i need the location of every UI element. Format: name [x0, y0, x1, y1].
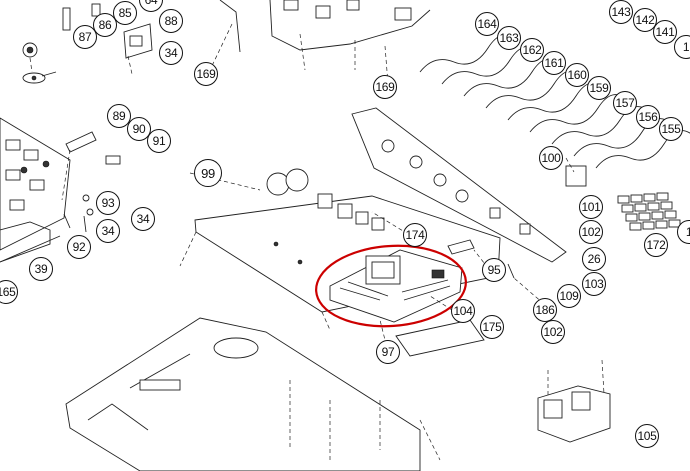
left-panel-assembly: [0, 117, 121, 263]
callout-85: 85: [113, 1, 137, 25]
callout-159: 159: [587, 76, 611, 100]
keypad-cell: [651, 211, 664, 220]
keypad-cell: [647, 202, 660, 211]
callout-95: 95: [482, 258, 506, 282]
ribbon-cable: [529, 94, 629, 133]
callout-34-mid: 34: [96, 219, 120, 243]
bottom-chassis: [65, 317, 441, 471]
callout-160: 160: [565, 63, 589, 87]
callout-39: 39: [29, 257, 53, 281]
keypad-cell: [629, 222, 642, 231]
rear-panel: [351, 107, 587, 263]
keypad-sheet: [617, 192, 681, 231]
callout-169-right: 169: [373, 75, 397, 99]
callout-91: 91: [147, 129, 171, 153]
callout-26: 26: [582, 247, 606, 271]
callout-172: 172: [644, 233, 668, 257]
callout-165: 165: [0, 280, 18, 304]
callout-101: 101: [579, 195, 603, 219]
highlight-ellipse: [315, 244, 467, 328]
sub-board: [329, 249, 463, 323]
callout-157: 157: [613, 91, 637, 115]
keypad-cell: [655, 220, 668, 229]
callout-174: 174: [403, 223, 427, 247]
keypad-cell: [621, 204, 634, 213]
keypad-cell: [634, 203, 647, 212]
callout-88: 88: [159, 9, 183, 33]
callout-163: 163: [497, 26, 521, 50]
callout-109: 109: [557, 284, 581, 308]
keypad-cell: [643, 193, 656, 202]
callout-143: 143: [609, 0, 633, 24]
callout-175: 175: [480, 315, 504, 339]
top-left-hardware: [22, 3, 153, 84]
callout-186: 186: [533, 298, 557, 322]
callout-155: 155: [659, 117, 683, 141]
callout-162: 162: [520, 38, 544, 62]
callout-100: 100: [539, 146, 563, 170]
callout-97: 97: [376, 340, 400, 364]
callout-156: 156: [636, 105, 660, 129]
ribbon-cable: [551, 106, 651, 145]
keypad-cell: [656, 192, 669, 201]
callout-169-left: 169: [194, 62, 218, 86]
keypad-cell: [664, 210, 677, 219]
callout-34-top: 34: [159, 41, 183, 65]
callout-102-right: 102: [579, 220, 603, 244]
callout-93: 93: [96, 191, 120, 215]
top-center-chassis: [209, 0, 431, 85]
callout-34-board: 34: [131, 207, 155, 231]
callout-87: 87: [73, 25, 97, 49]
callout-1-top: 1: [674, 35, 690, 59]
callout-105: 105: [635, 424, 659, 448]
callout-161: 161: [542, 51, 566, 75]
callout-102-bottom: 102: [541, 320, 565, 344]
keypad-cell: [630, 194, 643, 203]
keypad-cell: [617, 195, 630, 204]
callout-141: 141: [653, 20, 677, 44]
callout-92: 92: [67, 235, 91, 259]
keypad-cell: [642, 221, 655, 230]
keypad-cell: [638, 212, 651, 221]
callout-164: 164: [475, 12, 499, 36]
callout-103: 103: [582, 272, 606, 296]
callout-86: 86: [93, 13, 117, 37]
callout-99: 99: [194, 159, 222, 187]
callout-104: 104: [451, 299, 475, 323]
jack-block: [537, 359, 611, 443]
keypad-cell: [625, 213, 638, 222]
keypad-cell: [660, 201, 673, 210]
flat-cables: [395, 239, 515, 357]
